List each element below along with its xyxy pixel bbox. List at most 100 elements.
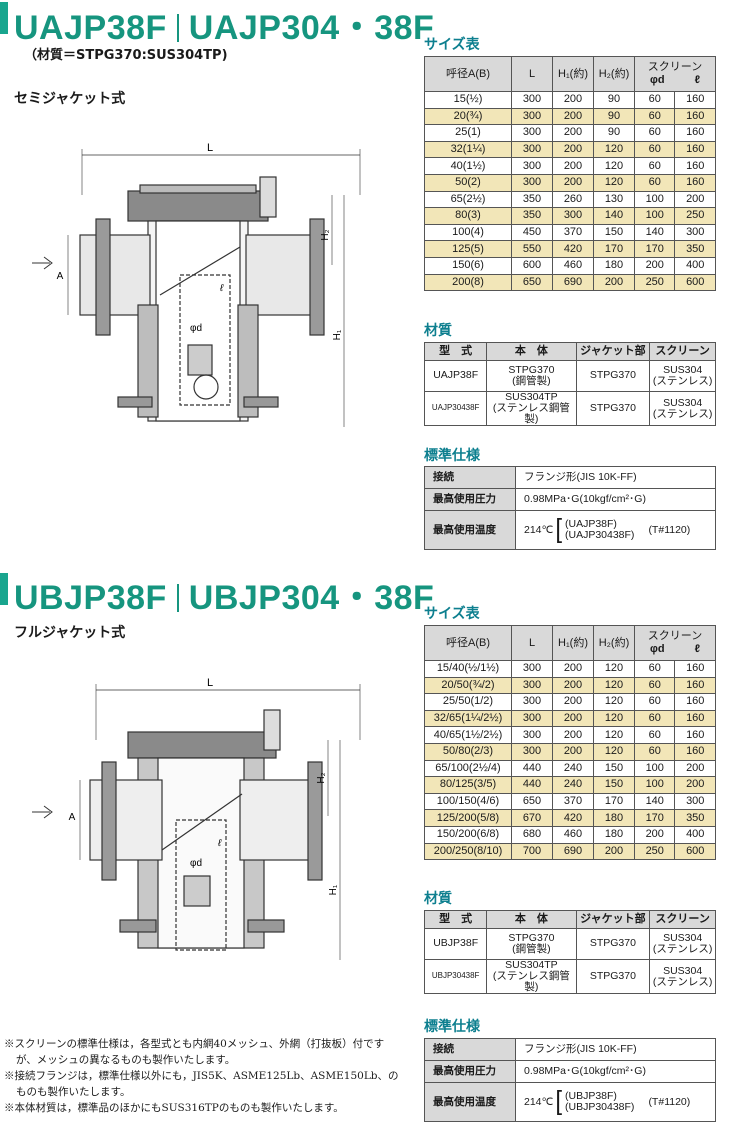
- size-cell: 300: [511, 676, 553, 695]
- size-cell: 160: [674, 140, 716, 159]
- size-cell: 65(2½): [424, 190, 512, 209]
- material-cell: SUS304TP (ステンレス鋼管製): [486, 390, 577, 427]
- material-cell: STPG370: [575, 390, 651, 427]
- size-cell: 120: [593, 726, 635, 744]
- size-cell: 125/200(5/8): [424, 809, 512, 827]
- material-cell: STPG370: [575, 958, 651, 995]
- size-cell: 250: [633, 273, 676, 292]
- spec-temp-model-2: (UBJP30438F): [564, 1101, 635, 1113]
- size-cell: 160: [674, 660, 716, 678]
- col-header-H2: H₂(約): [593, 56, 635, 92]
- spec-pressure-value: 0.98MPa･G(10kgf/cm²･G): [515, 488, 716, 511]
- spec-temp-cell: 214℃ [ (UBJP38F)(UBJP30438F) (T#1120): [515, 1082, 716, 1122]
- spec-temp-cell: 214℃ [ (UAJP38F)(UAJP30438F) (T#1120): [515, 510, 716, 550]
- footnotes: ※スクリーンの標準仕様は，各型式とも内網40メッシュ、外網（打抜板）付ですが、メ…: [4, 1036, 404, 1116]
- material-cell: SUS304 (ステンレス): [649, 928, 716, 960]
- size-cell: 60: [633, 107, 676, 126]
- dim-label-ell: ℓ: [217, 838, 222, 849]
- size-cell: 200: [552, 726, 594, 744]
- section1-size-heading: サイズ表: [424, 37, 480, 53]
- section1-subtype: セミジャケット式: [14, 91, 126, 107]
- size-cell: 150: [593, 776, 635, 794]
- size-cell: 690: [552, 273, 594, 292]
- size-cell: 150/200(6/8): [424, 825, 512, 844]
- size-cell: 20(¾): [424, 107, 512, 126]
- size-cell: 120: [593, 173, 635, 192]
- size-cell: 300: [552, 207, 594, 225]
- size-cell: 60: [633, 676, 676, 695]
- size-cell: 300: [511, 742, 553, 761]
- size-cell: 160: [674, 726, 716, 744]
- size-cell: 60: [633, 693, 676, 711]
- size-cell: 200: [552, 709, 594, 728]
- col-header-H1: H₁(約): [552, 625, 594, 661]
- size-cell: 670: [511, 809, 553, 827]
- size-cell: 300: [511, 157, 553, 175]
- size-cell: 60: [633, 91, 676, 109]
- dim-label-H2: H₂: [316, 772, 327, 783]
- size-cell: 150(6): [424, 256, 512, 275]
- size-cell: 150: [593, 759, 635, 778]
- size-cell: 160: [674, 676, 716, 695]
- size-cell: 400: [674, 256, 716, 275]
- size-cell: 200: [674, 776, 716, 794]
- section1-strainer-drawing: L A H₂ H₁ φd ℓ: [32, 142, 361, 427]
- size-cell: 15(½): [424, 91, 512, 109]
- size-cell: 90: [593, 91, 635, 109]
- size-cell: 60: [633, 157, 676, 175]
- size-cell: 460: [552, 825, 594, 844]
- spec-temp-label: 最高使用温度: [424, 1082, 516, 1122]
- size-cell: 160: [674, 157, 716, 175]
- phid-label: φd: [650, 74, 665, 86]
- footnote: ※接続フランジは，標準仕様以外にも，JIS5K、ASME125Lb、ASME15…: [4, 1070, 399, 1098]
- size-cell: 400: [674, 825, 716, 844]
- ell-label: ℓ: [694, 643, 700, 655]
- size-cell: 200: [552, 157, 594, 175]
- size-cell: 440: [511, 759, 553, 778]
- size-cell: 200: [552, 91, 594, 109]
- dim-label-H1: H₁: [332, 329, 343, 340]
- size-cell: 100(4): [424, 223, 512, 242]
- size-cell: 200/250(8/10): [424, 842, 512, 861]
- dim-label-H2: H₂: [320, 229, 331, 240]
- spec-pressure-label: 最高使用圧力: [424, 1060, 516, 1083]
- size-cell: 200: [633, 256, 676, 275]
- section1-title-left: UAJP38F: [14, 9, 167, 47]
- size-cell: 460: [552, 256, 594, 275]
- size-cell: 200: [552, 173, 594, 192]
- size-cell: 40(1½): [424, 157, 512, 175]
- size-cell: 40/65(1½/2½): [424, 726, 512, 744]
- size-cell: 420: [552, 240, 594, 258]
- size-cell: 680: [511, 825, 553, 844]
- footnote: ※スクリーンの標準仕様は，各型式とも内網40メッシュ、外網（打抜板）付ですが、メ…: [4, 1038, 385, 1066]
- dim-label-A: A: [69, 812, 76, 823]
- material-col-header: 型 式: [423, 342, 488, 361]
- size-cell: 150: [593, 223, 635, 242]
- size-cell: 600: [674, 842, 716, 861]
- spec-connection-label: 接続: [424, 1038, 516, 1061]
- size-cell: 180: [593, 256, 635, 275]
- size-cell: 170: [633, 809, 676, 827]
- size-cell: 370: [552, 223, 594, 242]
- size-cell: 200: [552, 124, 594, 142]
- size-cell: 180: [593, 825, 635, 844]
- screen-label: スクリーン: [647, 629, 703, 642]
- section1-title-right: UAJP304・38F: [188, 9, 435, 47]
- material-cell: UAJP38F: [423, 360, 488, 392]
- size-cell: 120: [593, 709, 635, 728]
- section2-title-left: UBJP38F: [14, 579, 167, 617]
- size-cell: 60: [633, 726, 676, 744]
